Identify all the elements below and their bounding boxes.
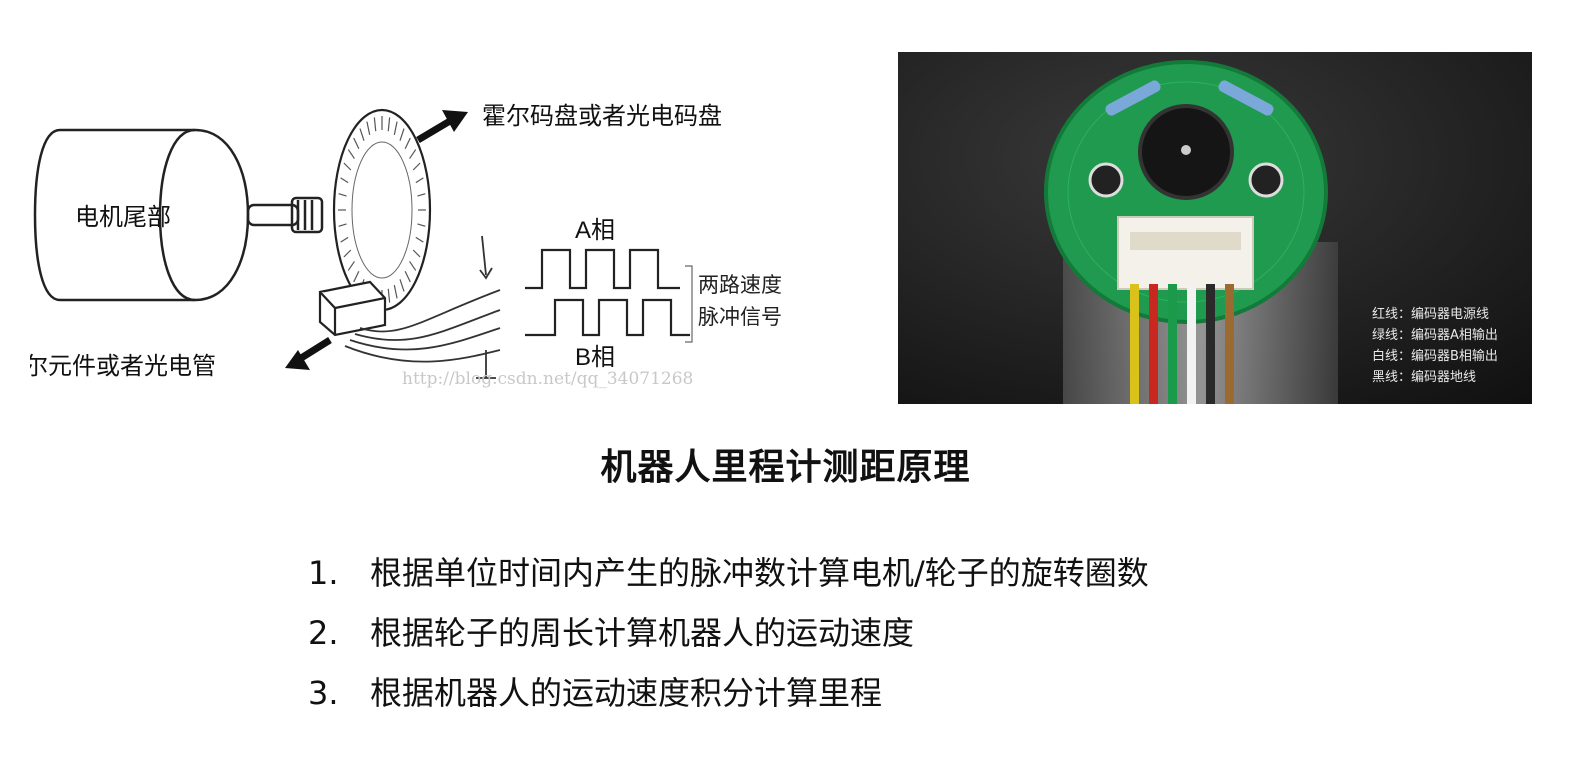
photo-wire <box>1187 284 1196 404</box>
list-item: 1. 根据单位时间内产生的脉冲数计算电机/轮子的旋转圈数 <box>308 543 1149 603</box>
disc-tick <box>415 236 424 243</box>
disc-tick <box>409 261 417 271</box>
disc-tick <box>387 288 391 303</box>
encoder-illustration <box>898 52 1532 404</box>
sensor-label: 霍尔元件或者光电管 <box>30 353 216 380</box>
step-text: 根据机器人的运动速度积分计算里程 <box>370 674 883 712</box>
sensor-wires <box>344 235 501 379</box>
encoder-photo: 红线：编码器电源线 绿线：编码器A相输出 白线：编码器B相输出 黑线：编码器地线 <box>898 52 1532 404</box>
disc-tick <box>338 223 347 227</box>
step-text: 根据单位时间内产生的脉冲数计算电机/轮子的旋转圈数 <box>370 554 1149 592</box>
step-text: 根据轮子的周长计算机器人的运动速度 <box>370 614 915 652</box>
disc-tick <box>393 285 398 299</box>
disc-tick <box>343 162 352 171</box>
disc-tick <box>353 137 360 149</box>
wire-color-legend: 红线：编码器电源线 绿线：编码器A相输出 白线：编码器B相输出 黑线：编码器地线 <box>1372 304 1498 388</box>
phase-a-label: A相 <box>575 217 615 244</box>
disc-tick <box>366 121 371 135</box>
disc-tick <box>338 193 347 197</box>
disc-tick <box>417 223 426 227</box>
list-item: 2. 根据轮子的周长计算机器人的运动速度 <box>308 603 1149 663</box>
motor-label: 电机尾部 <box>75 204 171 231</box>
photo-wire <box>1149 284 1158 404</box>
phase-a-waveform <box>525 248 680 290</box>
disc-tick <box>340 236 349 243</box>
encoder-diagram: 电机尾部 霍尔码盘或者光电码盘 霍尔元件或者光电管 A相 <box>30 103 782 389</box>
disc-tick <box>359 128 365 141</box>
disc-tick <box>399 128 405 141</box>
disc-tick <box>343 249 352 258</box>
sensor-arrow <box>285 337 332 370</box>
list-item: 3. 根据机器人的运动速度积分计算里程 <box>308 663 1149 723</box>
disc-tick <box>347 261 355 271</box>
disc-arrow <box>416 110 468 144</box>
page-title: 机器人里程计测距原理 <box>600 447 971 488</box>
disc-tick <box>393 121 398 135</box>
disc-tick <box>399 279 405 292</box>
disc-tick <box>340 177 349 184</box>
signal-label-line1: 两路速度 <box>698 273 782 297</box>
signal-label-line2: 脉冲信号 <box>698 305 782 329</box>
legend-green-wire: 绿线：编码器A相输出 <box>1372 328 1498 343</box>
motor-body <box>33 128 250 302</box>
phase-b-waveform <box>525 298 690 337</box>
photo-wire <box>1225 284 1234 404</box>
sensor-block <box>318 280 387 337</box>
photo-wire <box>1130 284 1139 404</box>
disc-tick <box>412 249 421 258</box>
signal-bracket <box>685 265 693 343</box>
watermark: http://blog.csdn.net/qq_34071268 <box>402 369 693 389</box>
disc-tick <box>417 193 426 197</box>
photo-wire <box>1168 284 1177 404</box>
disc-tick <box>387 117 391 132</box>
legend-red-wire: 红线：编码器电源线 <box>1372 307 1490 322</box>
disc-tick <box>404 271 411 283</box>
disc-tick <box>347 149 355 159</box>
legend-black-wire: 黑线：编码器地线 <box>1372 370 1477 385</box>
disc-tick <box>409 149 417 159</box>
encoder-disc <box>332 108 432 312</box>
motor-shaft <box>246 196 324 234</box>
disc-tick <box>415 177 424 184</box>
step-number: 3. <box>308 674 339 712</box>
disc-tick <box>404 137 411 149</box>
step-number: 1. <box>308 554 339 592</box>
phase-b-label: B相 <box>575 344 615 371</box>
disc-tick <box>353 271 360 283</box>
photo-wire <box>1206 284 1215 404</box>
disc-label: 霍尔码盘或者光电码盘 <box>482 103 722 130</box>
legend-white-wire: 白线：编码器B相输出 <box>1372 349 1498 364</box>
disc-tick <box>412 162 421 171</box>
step-number: 2. <box>308 614 339 652</box>
disc-tick <box>373 117 377 132</box>
principle-steps: 1. 根据单位时间内产生的脉冲数计算电机/轮子的旋转圈数 2. 根据轮子的周长计算机… <box>308 543 1149 723</box>
